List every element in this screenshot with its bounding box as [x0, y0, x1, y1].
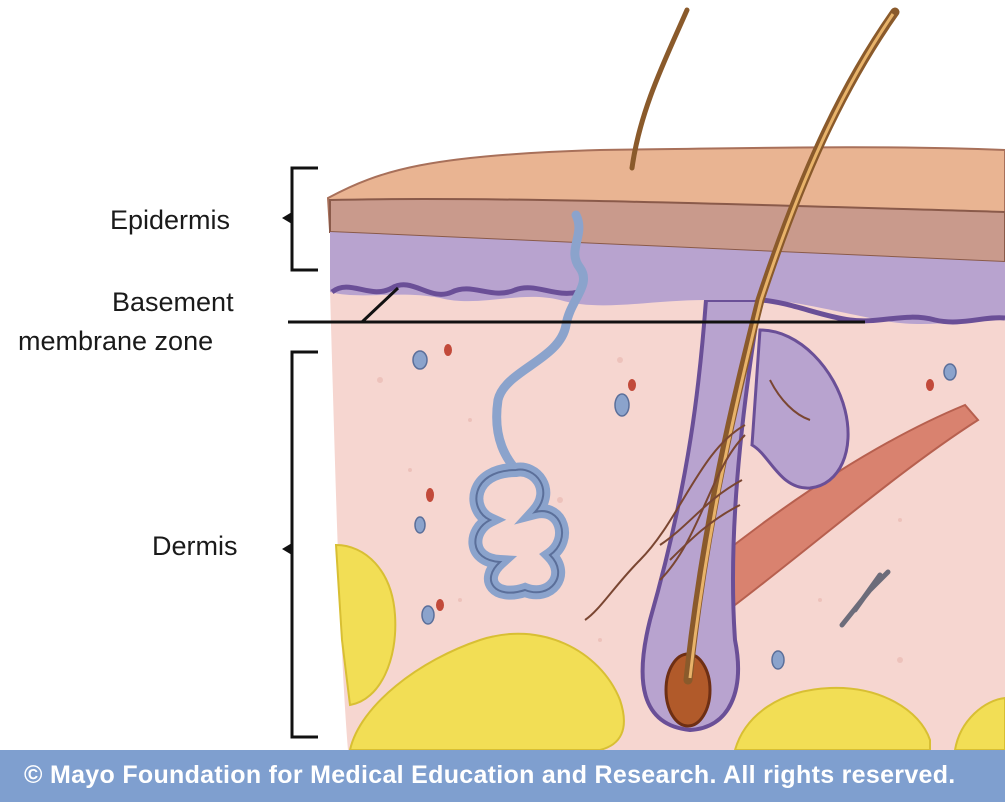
- basement-membrane-label-line2: membrane zone: [18, 325, 213, 357]
- copyright-banner: © Mayo Foundation for Medical Education …: [0, 750, 1005, 802]
- hair-strand-left: [632, 10, 687, 168]
- basement-membrane-label-line1: Basement: [112, 286, 234, 318]
- epidermis-bracket: [292, 168, 318, 270]
- label-brackets: [292, 168, 318, 737]
- dermis-bracket: [292, 352, 318, 737]
- dermis-label: Dermis: [152, 530, 238, 562]
- epidermis-label: Epidermis: [110, 204, 230, 236]
- copyright-text: © Mayo Foundation for Medical Education …: [24, 761, 956, 790]
